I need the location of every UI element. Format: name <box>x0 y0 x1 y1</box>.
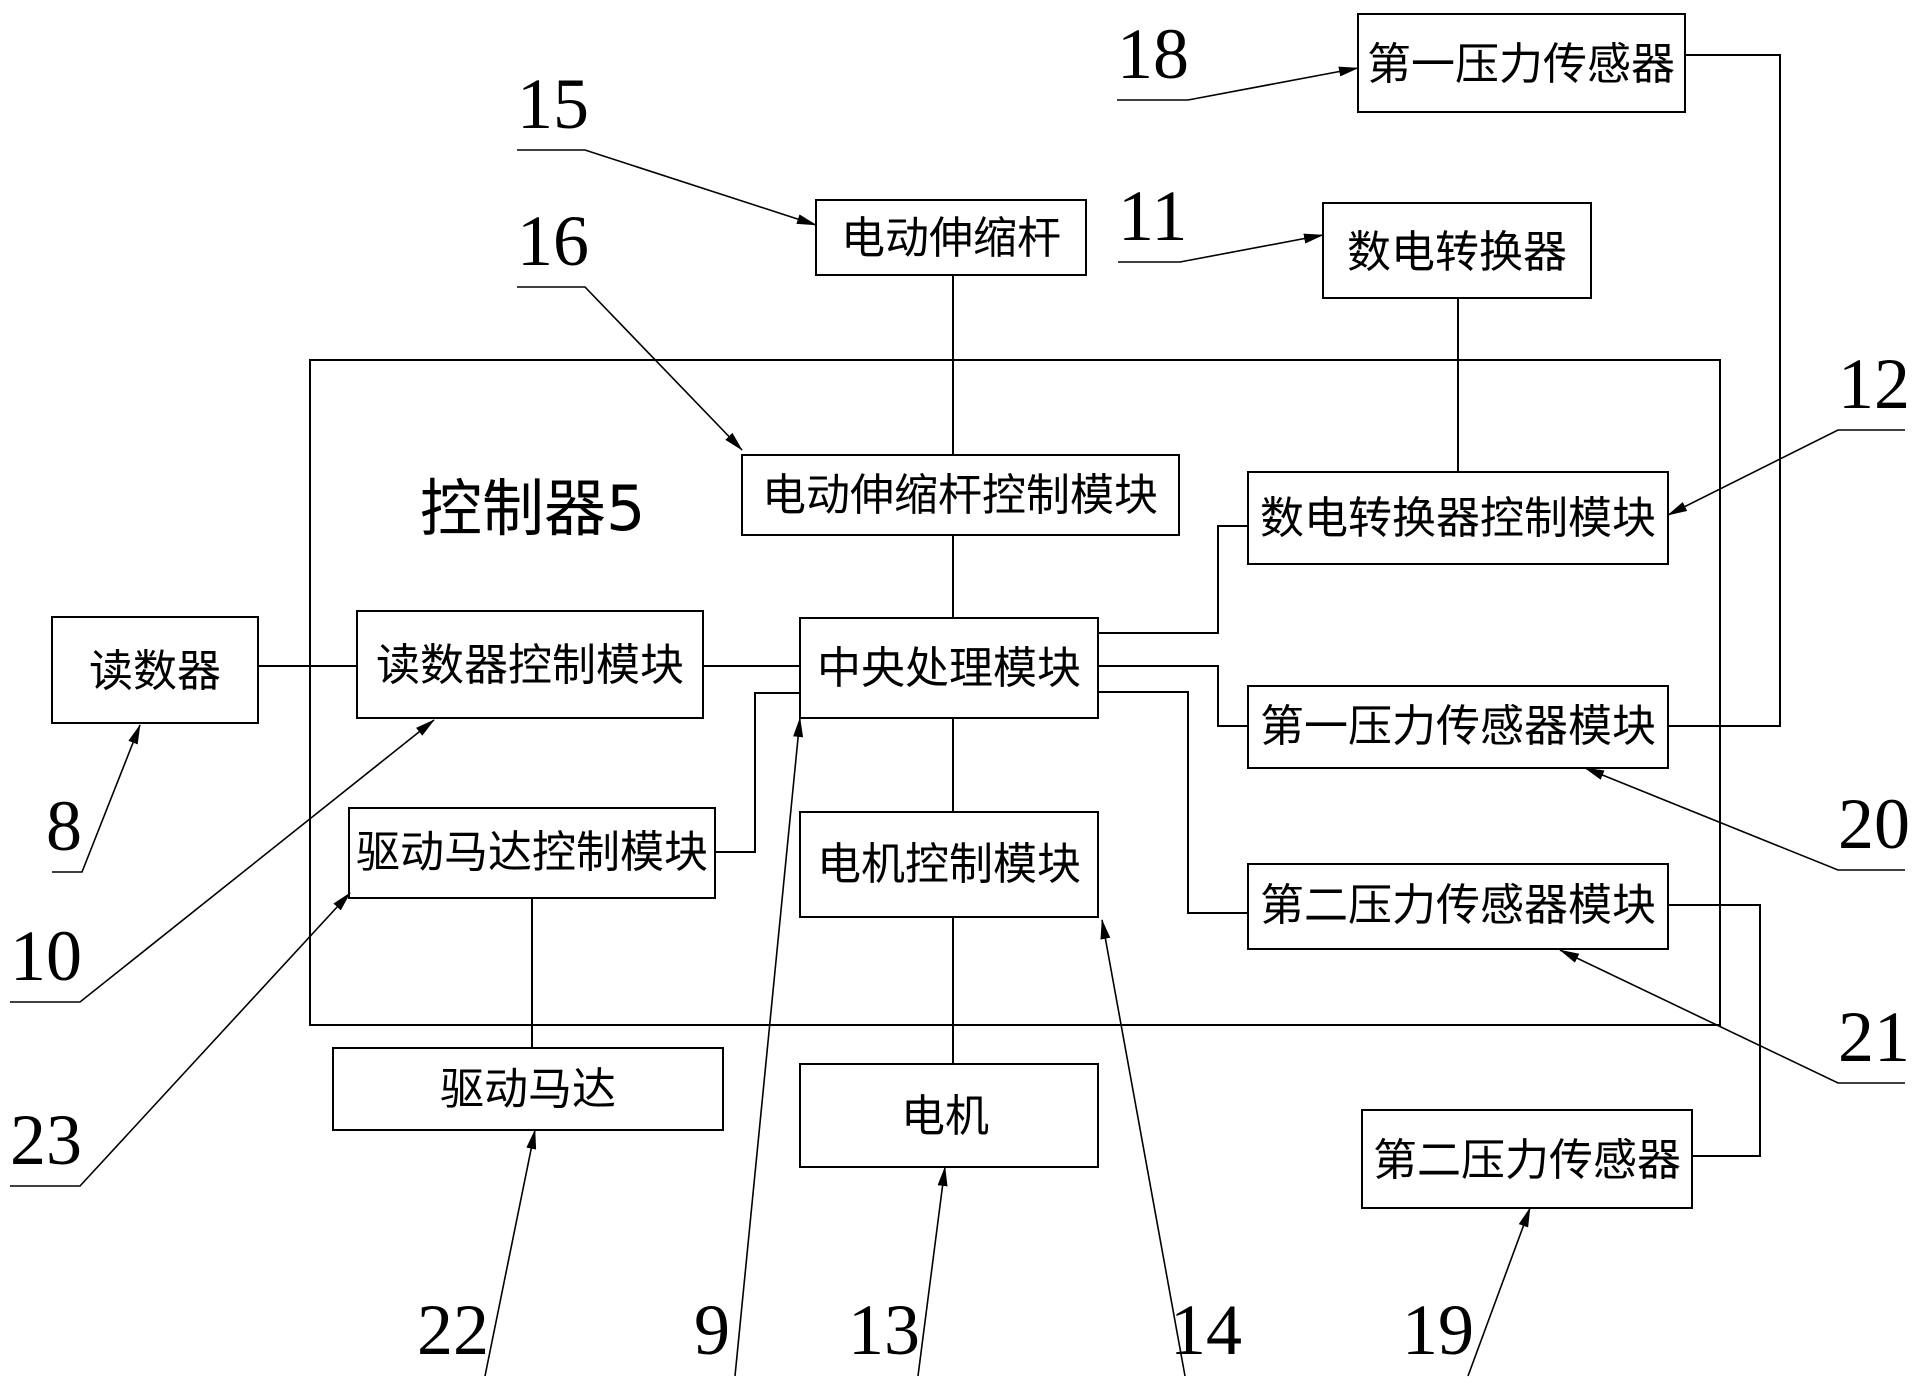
leader-8 <box>52 724 141 873</box>
ref-9: 9 <box>694 1290 730 1370</box>
leader-23 <box>10 892 351 1187</box>
reference-numbers: 18 15 11 16 12 8 10 20 21 23 22 9 13 14 … <box>10 14 1910 1370</box>
drive-motor-label: 驱动马达 <box>440 1064 616 1115</box>
da-converter-label: 数电转换器 <box>1347 227 1567 278</box>
pressure-sensor-2-module-label: 第二压力传感器模块 <box>1260 880 1656 931</box>
electric-push-rod-box <box>815 199 1087 276</box>
wire-ps2-module-to-sensor <box>1668 904 1761 1157</box>
da-converter-control-module-box <box>1247 471 1669 565</box>
reference-leaders <box>10 66 1905 1377</box>
ref-11: 11 <box>1118 176 1187 256</box>
push-rod-control-module-label: 电动伸缩杆控制模块 <box>762 470 1158 521</box>
ref-21: 21 <box>1838 997 1910 1077</box>
ref-16: 16 <box>517 201 589 281</box>
leader-10 <box>10 719 435 1003</box>
ref-18: 18 <box>1117 14 1189 94</box>
leader-15 <box>517 149 817 226</box>
reader-label: 读数器 <box>89 646 221 697</box>
leader-12 <box>1667 429 1905 516</box>
reader-control-module-label: 读数器控制模块 <box>376 640 684 691</box>
cpu-module-box <box>799 617 1099 719</box>
pressure-sensor-1-module-box <box>1247 685 1669 769</box>
pressure-sensor-1-box <box>1357 13 1686 113</box>
controller-title: 控制器5 <box>420 472 645 545</box>
wire-cpu-to-ps2-module <box>1098 691 1248 914</box>
pressure-sensor-2-label: 第二压力传感器 <box>1373 1135 1681 1186</box>
ref-19: 19 <box>1402 1290 1474 1370</box>
pressure-sensor-2-module-box <box>1247 863 1669 950</box>
wire-ps1-to-module <box>1668 54 1781 727</box>
pressure-sensor-2-box <box>1361 1109 1693 1209</box>
ref-20: 20 <box>1838 784 1910 864</box>
ref-23: 23 <box>10 1100 82 1180</box>
motor-box <box>799 1063 1099 1168</box>
ref-8: 8 <box>46 786 82 866</box>
leader-19 <box>1467 1207 1531 1377</box>
ref-22: 22 <box>417 1290 489 1370</box>
connection-wires <box>258 54 1781 1157</box>
wire-cpu-to-da-control <box>1098 525 1248 634</box>
reader-control-module-box <box>356 610 704 719</box>
cpu-module-label: 中央处理模块 <box>817 643 1081 694</box>
ref-15: 15 <box>517 64 589 144</box>
drive-motor-box <box>332 1047 724 1131</box>
reader-box <box>51 616 259 724</box>
electric-push-rod-label: 电动伸缩杆 <box>841 213 1061 264</box>
leader-22 <box>484 1129 537 1377</box>
leader-21 <box>1559 949 1905 1084</box>
ref-12: 12 <box>1838 344 1910 424</box>
leader-14 <box>1100 919 1186 1377</box>
leader-16 <box>517 286 743 451</box>
leader-9 <box>734 717 804 1377</box>
leader-18 <box>1117 66 1359 101</box>
drive-motor-control-module-label: 驱动马达控制模块 <box>356 827 708 878</box>
pressure-sensor-1-module-label: 第一压力传感器模块 <box>1260 701 1656 752</box>
ref-13: 13 <box>848 1290 920 1370</box>
leader-20 <box>1584 767 1905 871</box>
motor-label: 电机 <box>901 1091 989 1142</box>
wire-drive-control-to-cpu <box>715 692 800 853</box>
pressure-sensor-1-label: 第一压力传感器 <box>1367 39 1675 90</box>
ref-14: 14 <box>1170 1290 1242 1370</box>
controller-frame <box>309 359 1721 1026</box>
leader-11 <box>1118 233 1324 263</box>
da-converter-box <box>1322 202 1592 299</box>
push-rod-control-module-box <box>741 454 1180 536</box>
ref-10: 10 <box>10 916 82 996</box>
da-converter-control-module-label: 数电转换器控制模块 <box>1260 493 1656 544</box>
motor-control-module-box <box>799 811 1099 918</box>
motor-control-module-label: 电机控制模块 <box>817 839 1081 890</box>
leader-13 <box>917 1166 948 1377</box>
wire-cpu-to-ps1-module <box>1098 665 1248 727</box>
drive-motor-control-module-box <box>348 807 716 899</box>
blocks: 第一压力传感器 电动伸缩杆 数电转换器 电动伸缩杆控制模块 数电转换器控制模块 … <box>51 13 1693 1209</box>
